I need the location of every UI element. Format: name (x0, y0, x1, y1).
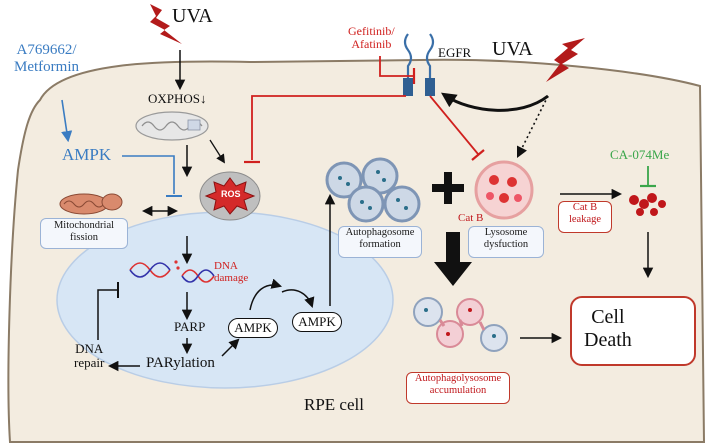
uva-bolt-right-icon (546, 38, 585, 82)
inhibitor-blue-label: A769662/ Metformin (14, 42, 79, 75)
mitochondrial-fission-box: Mitochondrial fission (40, 218, 128, 249)
cat-b-leakage-box: Cat B leakage (558, 201, 612, 233)
ampk-nucleus-pill: AMPK (228, 318, 278, 338)
arrow-nucleus-ampk-cyto (281, 289, 315, 308)
dna-damage-label: DNA damage (214, 260, 249, 285)
parp-label: PARP (174, 319, 206, 334)
ampk-left-label: AMPK (62, 145, 112, 164)
dna-repair-label: DNA repair (74, 341, 105, 371)
dna-helix-icon (129, 260, 215, 283)
mitochondria-icon (135, 111, 209, 141)
down-arrow-icon: ↓ (200, 91, 207, 106)
oxphos-text: OXPHOS (148, 91, 201, 106)
ros-label: ROS (221, 189, 241, 199)
parylation-label: PARylation (146, 355, 215, 371)
inhibit-egfr-lysosome (429, 95, 479, 155)
ampk-cyto-pill: AMPK (292, 312, 342, 332)
arrow-inhibitor-ampk (61, 99, 73, 143)
cat-b-label: Cat B (458, 212, 484, 224)
arrow-uva-lysosome (516, 95, 549, 159)
egfr-receptor-icon (403, 33, 435, 96)
oxphos-label: OXPHOS↓ (148, 91, 207, 106)
uva-right-label: UVA (492, 38, 533, 60)
gefitinib-label: Gefitinib/ Afatinib (348, 24, 395, 52)
inhibit-ampk-ros (122, 155, 175, 194)
inhibit-repair-dna (97, 289, 118, 340)
uva-bolt-top-icon (150, 4, 182, 44)
plus-icon (432, 172, 464, 204)
arrow-ampk-nucleus-up (249, 278, 283, 311)
ros-blob-icon (199, 171, 261, 221)
inhibit-egfr-ros (251, 95, 406, 160)
egfr-label: EGFR (438, 45, 472, 60)
inhibit-gefitinib-egfr (379, 56, 414, 77)
ca074me-label: CA-074Me (610, 147, 670, 162)
arrow-oxphos-ros-2 (209, 139, 225, 164)
autophagosome-icons (325, 157, 421, 223)
rpe-cell-label: RPE cell (304, 395, 364, 414)
cell-death-label: Cell Death (584, 306, 632, 351)
autophagolysosome-icon (413, 297, 508, 352)
lysosome-icon (474, 160, 534, 220)
cat-b-molecules-icon (629, 193, 666, 216)
lysosome-dysfunction-box: Lysosome dysfuction (468, 226, 544, 258)
uva-top-label: UVA (172, 5, 213, 27)
autophagosome-formation-box: Autophagosome formation (338, 226, 422, 258)
mitochondria-fission-icon (59, 193, 123, 215)
big-down-arrow-icon (434, 232, 472, 286)
arrow-uva-egfr (441, 92, 549, 112)
cell-death-box (570, 296, 696, 366)
autophagolysosome-box: Autophagolysosome accumulation (406, 372, 510, 404)
arrow-parylation-ampk (221, 338, 240, 357)
